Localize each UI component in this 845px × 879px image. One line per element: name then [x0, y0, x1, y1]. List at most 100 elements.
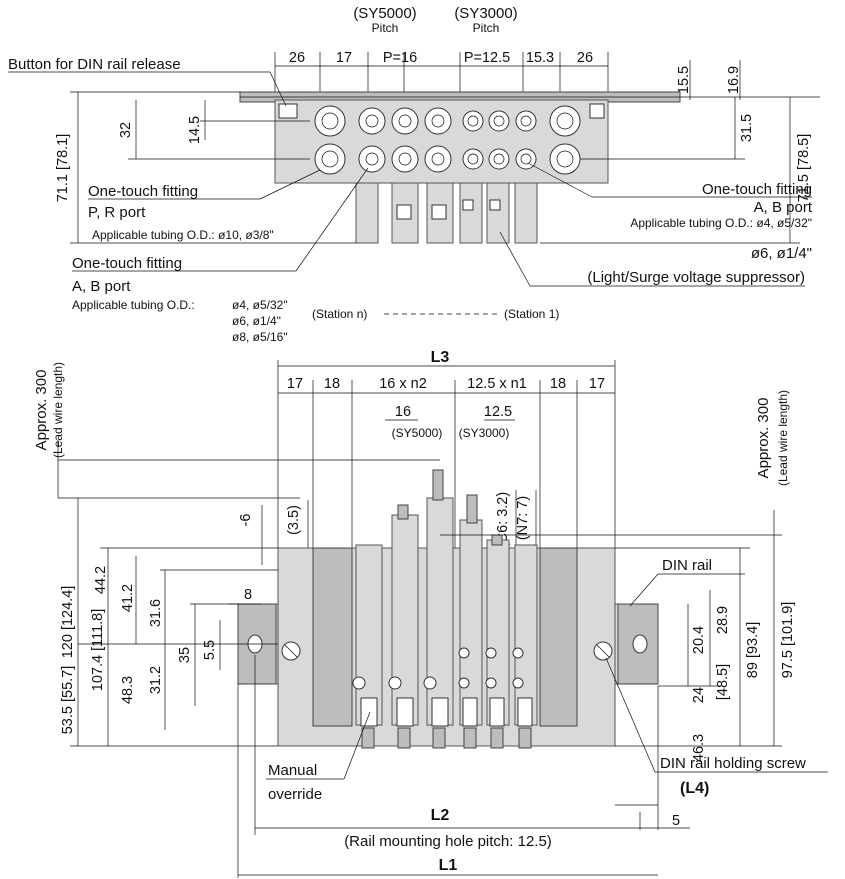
dim-107-4: 107.4 [111.8]: [90, 609, 106, 692]
valve-blocks-top: [355, 182, 538, 244]
pitch-word-1: Pitch: [372, 21, 399, 35]
fitting-p: [314, 105, 346, 137]
override-label: override: [268, 786, 322, 803]
fitting-pr-title: One-touch fitting: [88, 183, 198, 200]
fitting-ab-left-port: A, B port: [72, 278, 131, 295]
dim-41-2: 41.2: [120, 584, 136, 612]
fitting-bore: [321, 150, 339, 168]
fittings-row-top: [314, 105, 581, 137]
dim-24: 24: [691, 687, 707, 703]
manual-override[interactable]: [431, 697, 449, 727]
dim-18-left: 18: [324, 376, 340, 392]
fitting-a: [358, 107, 386, 135]
dim-48-3: 48.3: [120, 676, 136, 704]
fitting-a: [391, 107, 419, 135]
manual-override[interactable]: [517, 697, 533, 727]
dim-28-9: 28.9: [715, 606, 731, 634]
station-n-label: (Station n): [312, 307, 367, 321]
dim-n7: (N7: 7): [515, 496, 531, 540]
dim-26-left: 26: [289, 50, 305, 66]
fitting-a: [488, 110, 510, 132]
tubing-opt: ø4, ø5/32": [232, 298, 288, 312]
pin-block: [518, 727, 532, 749]
dim-89: 89 [93.4]: [745, 622, 761, 678]
fitting-bore: [365, 152, 379, 166]
manual-override[interactable]: [462, 697, 478, 727]
fitting-screw: [512, 677, 524, 689]
rail-pitch-label: (Rail mounting hole pitch: 12.5): [344, 833, 552, 850]
end-plate-left: [312, 547, 353, 727]
fittings-row-bottom: [314, 143, 581, 175]
dim-31-5: 31.5: [739, 114, 755, 142]
screw-slot: [596, 644, 610, 658]
fitting-a: [424, 107, 452, 135]
dim-17-left: 17: [287, 376, 303, 392]
fitting-screw: [352, 676, 366, 690]
fitting-screw: [485, 677, 497, 689]
valve-sy3000: [459, 519, 483, 726]
fitting-bore: [520, 115, 532, 127]
valve-window: [462, 199, 474, 211]
fitting-screw: [423, 676, 437, 690]
sy5000-label: (SY5000): [392, 426, 443, 440]
valve-sy5000: [426, 497, 454, 726]
fitting-r: [314, 143, 346, 175]
dim-31-2: 31.2: [148, 666, 164, 694]
dim-44-2: 44.2: [93, 566, 109, 594]
fitting-bore: [431, 152, 445, 166]
fitting-a: [515, 110, 537, 132]
end-plate-right: [539, 547, 578, 727]
dim-35: 35: [177, 647, 193, 663]
leader: [343, 711, 371, 780]
dim-p16: P=16: [383, 50, 417, 66]
valve-sy5000: [391, 514, 419, 726]
pitch-word-2: Pitch: [473, 21, 500, 35]
leader: [295, 167, 369, 272]
left-dims: 120 [124.4] 107.4 [111.8] 53.5 [55.7] 44…: [60, 498, 278, 747]
lead-wire-right: (Lead wire length): [776, 390, 790, 486]
din-release-button-right[interactable]: [589, 103, 605, 119]
fitting-bore: [520, 153, 532, 165]
dim-20-4: 20.4: [691, 626, 707, 654]
valve-window: [396, 204, 412, 220]
dim-16: 16: [395, 404, 411, 420]
fitting-screw: [485, 647, 497, 659]
fitting-bore: [493, 153, 505, 165]
valve-window: [489, 199, 501, 211]
valve: [355, 182, 379, 244]
fitting-pr-port: P, R port: [88, 204, 146, 221]
pitch-sy3000-label: (SY3000): [454, 5, 517, 22]
dim-97-5: 97.5 [101.9]: [780, 602, 796, 679]
fitting-screw: [458, 647, 470, 659]
right-dims: 20.4 28.9 24 [48.5] 89 [93.4] 97.5 [101.…: [440, 534, 796, 762]
din-rail-label: DIN rail: [662, 557, 712, 574]
dim-L3: L3: [431, 349, 450, 366]
fitting-b: [488, 148, 510, 170]
dim-L1: L1: [439, 857, 458, 874]
fitting-ab-left-title: One-touch fitting: [72, 255, 182, 272]
fitting-b: [424, 145, 452, 173]
fitting-a: [462, 110, 484, 132]
leader: [269, 71, 287, 107]
dim-26-right: 26: [577, 50, 593, 66]
manual-override[interactable]: [360, 697, 378, 727]
dim-53-5: 53.5 [55.7]: [60, 666, 76, 735]
dim-minus-6: -6: [238, 514, 254, 527]
din-release-button[interactable]: [278, 103, 298, 119]
tubing-opt: ø6, ø1/4": [232, 314, 281, 328]
approx-300-left: Approx. 300: [33, 370, 50, 451]
dim-31-6: 31.6: [148, 599, 164, 627]
manual-override[interactable]: [396, 697, 414, 727]
valve: [514, 182, 538, 244]
pin-block: [397, 727, 411, 749]
fitting-ab-right-tubing: Applicable tubing O.D.: ø4, ø5/32": [630, 216, 812, 230]
dim-17: 17: [336, 50, 352, 66]
lead-wire-left: (Lead wire length): [51, 362, 65, 458]
fitting-bore: [321, 112, 339, 130]
approx-300-right: Approx. 300: [755, 398, 772, 479]
pin-block: [490, 727, 504, 749]
valve-sy3000: [486, 539, 510, 726]
dim-L2: L2: [431, 807, 450, 824]
fitting-screw: [512, 647, 524, 659]
manual-override[interactable]: [489, 697, 505, 727]
